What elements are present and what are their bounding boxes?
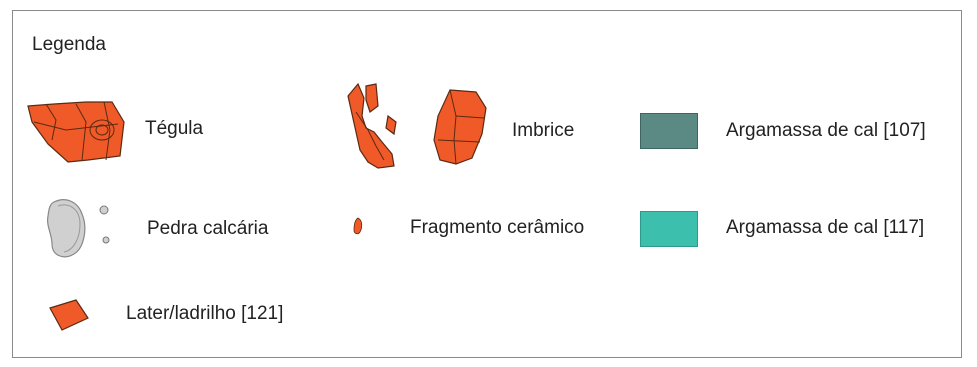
limestone-icon xyxy=(44,196,114,262)
legend-label-argamassa-107: Argamassa de cal [107] xyxy=(726,120,926,141)
curved-tile-icon xyxy=(432,88,488,165)
brick-icon xyxy=(46,298,90,332)
mortar-107-swatch xyxy=(640,113,698,149)
roof-tile-icon xyxy=(26,100,126,163)
legend-label-tegula: Tégula xyxy=(145,118,204,139)
mortar-117-swatch xyxy=(640,211,698,247)
legend-label-fragmento: Fragmento cerâmico xyxy=(410,217,585,238)
curved-tile-icon xyxy=(342,82,402,169)
legend-label-imbrice: Imbrice xyxy=(512,120,575,141)
legend-title: Legenda xyxy=(32,34,106,55)
ceramic-fragment-icon xyxy=(352,217,364,235)
legend-label-argamassa-117: Argamassa de cal [117] xyxy=(726,217,925,238)
legend-frame xyxy=(12,10,962,358)
legend-label-pedra: Pedra calcária xyxy=(147,218,269,239)
legend-label-later: Later/ladrilho [121] xyxy=(126,303,284,324)
